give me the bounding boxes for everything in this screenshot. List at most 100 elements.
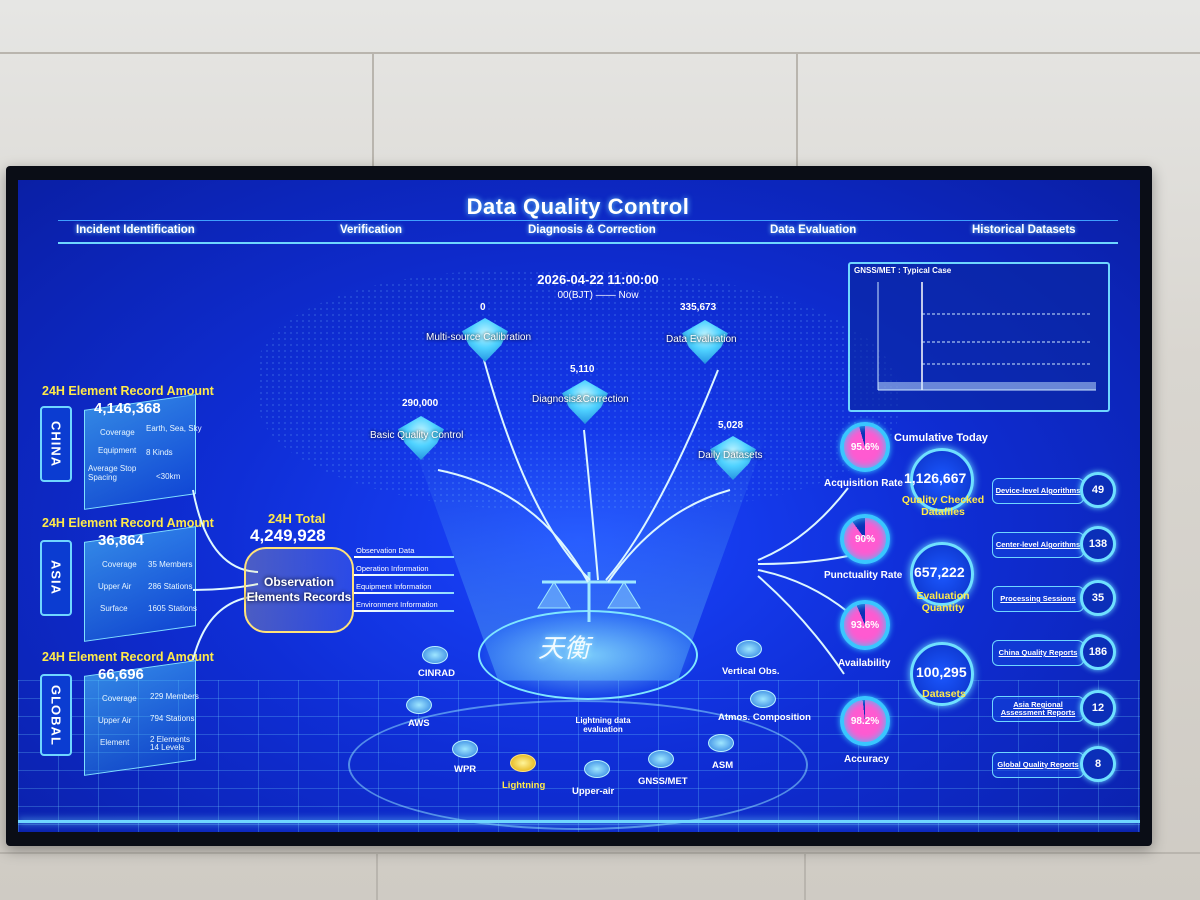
balloon-icon[interactable] — [584, 760, 610, 778]
chart-title: GNSS/MET : Typical Case — [854, 266, 952, 275]
time-range: 00(BJT) —— Now — [557, 290, 639, 301]
node-connectors — [437, 359, 731, 583]
region-row-key: Upper Air — [98, 716, 132, 725]
region-connectors — [192, 489, 259, 661]
node-value: 0 — [480, 302, 486, 313]
punctuality-rate-gauge[interactable]: 90% — [840, 514, 890, 564]
acquisition-rate-gauge[interactable]: 95.6% — [840, 422, 890, 472]
radar-icon[interactable] — [422, 646, 448, 664]
evaluation-quantity-circle[interactable] — [910, 542, 974, 606]
central-logo: 天衡 — [538, 634, 591, 664]
region-row-val: 8 Kinds — [146, 448, 173, 457]
region-row-key: Average Stop Spacing — [88, 464, 137, 482]
wall-seam — [0, 52, 1200, 54]
node-label: Diagnosis&Correction — [532, 394, 629, 405]
flow-label: Observation Data — [356, 546, 415, 555]
node-value: 5,028 — [718, 420, 744, 431]
profiler-icon[interactable] — [452, 740, 478, 758]
wall-seam — [796, 54, 798, 166]
tab-verification[interactable]: Verification — [340, 224, 402, 236]
dashboard-screen: Data Quality Control Incident Identifica… — [18, 180, 1140, 832]
node-label: Multi-source Calibration — [426, 332, 532, 343]
stat-value-circle: 12 — [1080, 690, 1116, 726]
stat-label: Asia Regional Assessment Reports — [1000, 700, 1076, 717]
scale-icon — [537, 572, 641, 622]
wall-seam — [0, 852, 1200, 854]
cumulative-label: Quality Checked Datafiles — [901, 494, 985, 518]
quality-checked-circle[interactable] — [910, 448, 974, 512]
stat-value: 186 — [1088, 646, 1108, 658]
region-name: CHINA — [48, 420, 64, 468]
stat-center-algorithms[interactable]: Center-level Algorithms — [992, 532, 1084, 558]
wall-seam — [372, 54, 374, 166]
stat-label: Global Quality Reports — [997, 760, 1079, 769]
lightning-icon[interactable] — [510, 754, 536, 772]
stat-value-circle: 8 — [1080, 746, 1116, 782]
source-label: AWS — [408, 718, 430, 729]
asm-icon[interactable] — [708, 734, 734, 752]
region-row-val: <30km — [156, 472, 181, 481]
stat-china-quality-reports[interactable]: China Quality Reports — [992, 640, 1084, 666]
region-row-val: Earth, Sea, Sky — [146, 424, 202, 433]
composition-icon[interactable] — [750, 690, 776, 708]
cumulative-value: 657,222 — [914, 564, 965, 580]
stat-value: 8 — [1094, 758, 1102, 770]
source-label: WPR — [454, 764, 477, 775]
timestamp: 2026-04-22 11:00:00 — [537, 272, 659, 287]
stat-value: 12 — [1091, 702, 1105, 714]
bottom-glow-line — [18, 820, 1140, 823]
datasets-circle[interactable] — [910, 642, 974, 706]
accuracy-gauge[interactable]: 98.2% — [840, 696, 890, 746]
tab-historical-datasets[interactable]: Historical Datasets — [972, 224, 1076, 236]
region-asia-heading: 24H Element Record Amount — [42, 516, 214, 530]
source-label: ASM — [712, 760, 734, 771]
stat-processing-sessions[interactable]: Processing Sessions — [992, 586, 1084, 612]
region-row-val: 794 Stations — [150, 714, 195, 723]
cumulative-label: Evaluation Quantity — [916, 590, 970, 614]
stat-value-circle: 186 — [1080, 634, 1116, 670]
total-label: 24H Total — [268, 511, 326, 526]
stat-global-quality-reports[interactable]: Global Quality Reports — [992, 752, 1084, 778]
region-tab-global[interactable]: GLOBAL — [40, 674, 72, 756]
stat-value: 49 — [1091, 484, 1105, 496]
region-tab-china[interactable]: CHINA — [40, 406, 72, 482]
gauge-value: 98.2% — [850, 715, 880, 727]
region-tab-asia[interactable]: ASIA — [40, 540, 72, 616]
gauge-value: 90% — [854, 533, 875, 545]
node-value: 5,110 — [570, 364, 595, 375]
region-row-val: 286 Stations — [148, 582, 193, 591]
observation-records-cylinder[interactable]: Observation Elements Records — [244, 547, 354, 633]
floor-ring — [348, 700, 808, 830]
stat-label: Device-level Algorithms — [995, 486, 1081, 495]
region-row-key: Coverage — [102, 694, 137, 703]
satellite-icon[interactable] — [648, 750, 674, 768]
availability-gauge[interactable]: 93.6% — [840, 600, 890, 650]
cumulative-label: Datasets — [922, 688, 966, 700]
region-row-val: 35 Members — [148, 560, 193, 569]
tab-diagnosis-correction[interactable]: Diagnosis & Correction — [528, 224, 656, 236]
weather-station-icon[interactable] — [406, 696, 432, 714]
vertical-obs-icon[interactable] — [736, 640, 762, 658]
stat-value: 35 — [1091, 592, 1105, 604]
cumulative-title: Cumulative Today — [894, 432, 988, 444]
stat-value-circle: 138 — [1080, 526, 1116, 562]
tab-incident-identification[interactable]: Incident Identification — [76, 224, 195, 236]
wall-seam — [804, 852, 806, 900]
region-row-val: 229 Members — [150, 692, 199, 701]
stat-device-algorithms[interactable]: Device-level Algorithms — [992, 478, 1084, 504]
region-row-key: Surface — [100, 604, 128, 613]
gauge-label: Acquisition Rate — [824, 478, 903, 489]
wall-seam — [376, 852, 378, 900]
stat-value: 138 — [1088, 538, 1108, 550]
region-global-heading: 24H Element Record Amount — [42, 650, 214, 664]
region-china-value: 4,146,368 — [94, 400, 161, 417]
source-label: Lightning — [502, 780, 546, 791]
gauge-connectors — [757, 487, 849, 675]
flow-line — [354, 556, 454, 558]
stat-label: Processing Sessions — [1000, 594, 1076, 603]
tab-data-evaluation[interactable]: Data Evaluation — [770, 224, 857, 236]
gauge-value: 95.6% — [850, 441, 880, 453]
region-row-key: Equipment — [98, 446, 137, 455]
region-name: ASIA — [48, 560, 64, 596]
stat-asia-assessment-reports[interactable]: Asia Regional Assessment Reports — [992, 696, 1084, 722]
